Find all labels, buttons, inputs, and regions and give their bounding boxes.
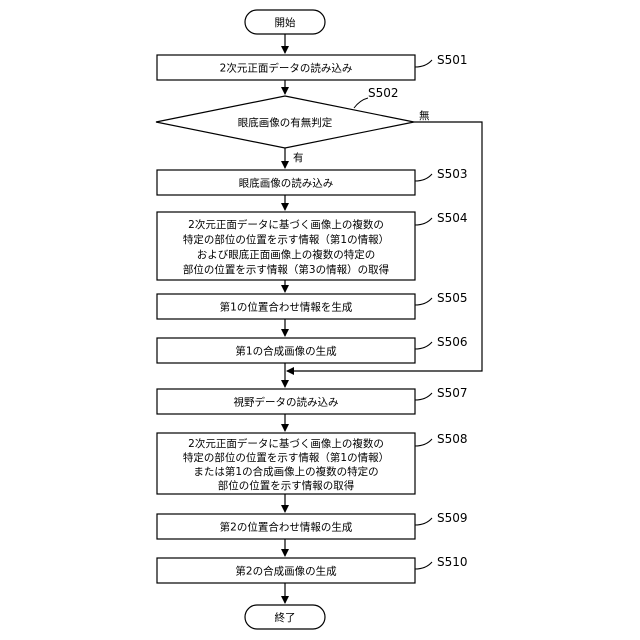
s502-text: 眼底画像の有無判定 [238,116,333,129]
process-s504: 2次元正面データに基づく画像上の複数の 特定の部位の位置を示す情報（第1の情報）… [157,212,415,280]
s509-text: 第2の位置合わせ情報の生成 [220,521,353,534]
end-label: 終了 [275,611,296,624]
process-s505: 第1の位置合わせ情報を生成 [157,294,415,319]
s508-text-line2: 特定の部位の位置を示す情報（第1の情報） [183,451,389,464]
no-branch-label: 無 [419,109,430,122]
process-s503: 眼底画像の読み込み [157,170,415,195]
s508-text-line4: 部位の位置を示す情報の取得 [218,479,355,492]
step-label-s509: S509 [437,511,468,525]
s504-text-line4: 部位の位置を示す情報（第3の情報）の取得 [183,263,389,276]
leader-s510 [415,562,432,569]
s506-text: 第1の合成画像の生成 [235,345,337,358]
process-s501: 2次元正面データの読み込み [157,55,415,80]
leader-s509 [415,518,432,525]
step-label-s504: S504 [437,211,468,225]
leader-s502 [354,98,368,108]
end-terminal: 終了 [245,605,325,629]
leader-s505 [415,298,432,305]
s508-text-line1: 2次元正面データに基づく画像上の複数の [188,437,384,450]
s507-text: 視野データの読み込み [234,396,339,409]
process-s508: 2次元正面データに基づく画像上の複数の 特定の部位の位置を示す情報（第1の情報）… [157,433,415,494]
s504-text-line2: 特定の部位の位置を示す情報（第1の情報） [183,233,389,246]
decision-s502: 眼底画像の有無判定 [156,96,414,148]
s504-text-line1: 2次元正面データに基づく画像上の複数の [188,218,384,231]
s510-text: 第2の合成画像の生成 [235,565,337,578]
leader-s501 [415,60,432,67]
step-label-s502: S502 [368,86,399,100]
step-label-s505: S505 [437,291,468,305]
s501-text: 2次元正面データの読み込み [220,62,353,75]
s508-text-line3: または第1の合成画像上の複数の特定の [193,465,378,478]
process-s506: 第1の合成画像の生成 [157,338,415,363]
leader-s503 [415,174,432,181]
s505-text: 第1の位置合わせ情報を生成 [220,301,353,314]
start-terminal: 開始 [245,10,325,34]
step-label-s510: S510 [437,555,468,569]
process-s507: 視野データの読み込み [157,389,415,414]
leader-s506 [415,342,432,349]
yes-branch-label: 有 [293,151,304,164]
s503-text: 眼底画像の読み込み [239,177,334,190]
process-s509: 第2の位置合わせ情報の生成 [157,514,415,539]
leader-s507 [415,393,432,400]
step-label-s506: S506 [437,335,468,349]
step-label-s508: S508 [437,432,468,446]
leader-s508 [415,439,432,446]
step-label-s503: S503 [437,167,468,181]
process-s510: 第2の合成画像の生成 [157,558,415,583]
start-label: 開始 [275,16,296,29]
s504-text-line3: および眼底正面画像上の複数の特定の [197,248,376,261]
step-label-s507: S507 [437,386,468,400]
leader-s504 [415,218,432,225]
step-label-s501: S501 [437,53,468,67]
